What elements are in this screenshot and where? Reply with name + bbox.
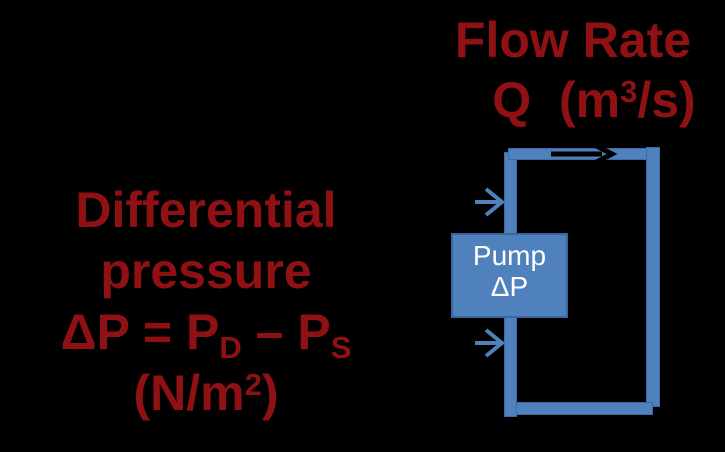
- pressure-units: (N/m2): [8, 363, 404, 424]
- pressure-label-line1: Differential: [75, 182, 337, 238]
- pressure-equation: ΔP = PD – PS: [8, 302, 404, 363]
- pipe-right-vertical: [646, 147, 660, 407]
- pressure-units-pre: (N/m: [133, 365, 245, 421]
- pressure-equation-subscript-d: D: [219, 330, 242, 365]
- pipe-top-horizontal: [508, 148, 654, 160]
- pressure-equation-mid: – P: [241, 304, 331, 360]
- flow-rate-title: Flow Rate: [423, 10, 723, 70]
- pressure-equation-pre: ΔP = P: [60, 304, 220, 360]
- flow-rate-title-text: Flow Rate: [454, 12, 692, 68]
- flow-rate-label: Flow Rate Q (m3/s): [434, 10, 725, 130]
- pipe-bottom-horizontal: [516, 402, 653, 415]
- pressure-label-line2: pressure: [100, 243, 312, 299]
- differential-pressure-label: Differential pressure ΔP = PD – PS (N/m2…: [8, 180, 404, 424]
- pressure-units-post: ): [261, 365, 279, 421]
- flow-rate-units-superscript: 3: [620, 74, 638, 109]
- pump-box: Pump ΔP: [451, 233, 568, 318]
- flow-rate-units-post: /s): [637, 72, 696, 128]
- pressure-equation-subscript-s: S: [330, 330, 352, 365]
- discharge-pressure-arrow-icon: [475, 187, 506, 217]
- pressure-units-superscript: 2: [244, 367, 262, 402]
- flow-rate-units: Q (m3/s): [444, 70, 725, 130]
- flow-rate-units-pre: Q (m: [492, 72, 621, 128]
- pump-box-delta-p: ΔP: [490, 271, 529, 302]
- pump-box-label: Pump: [472, 240, 547, 271]
- suction-pressure-arrow-icon: [475, 328, 506, 358]
